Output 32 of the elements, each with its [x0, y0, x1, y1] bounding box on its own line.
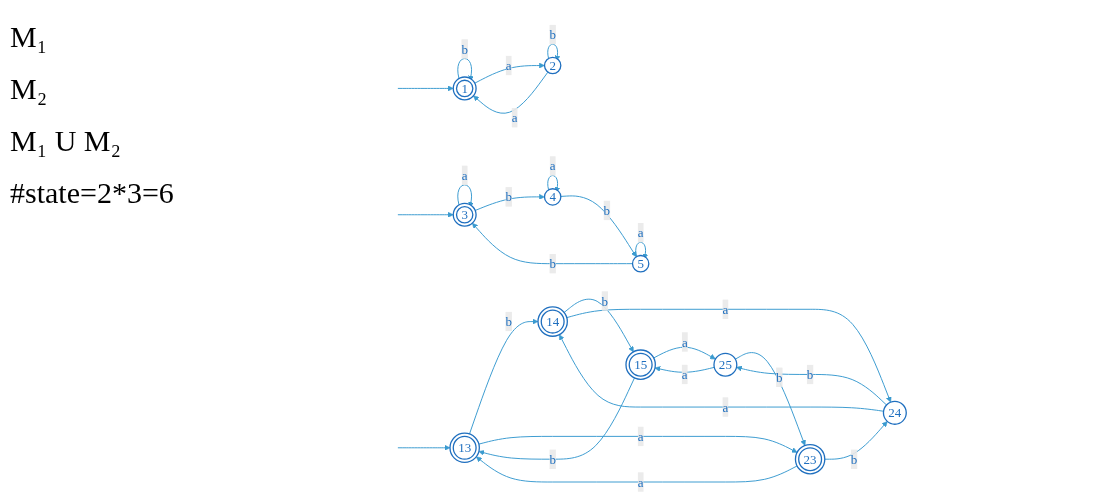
edge-label: b	[549, 27, 556, 42]
edge-label: a	[637, 225, 644, 240]
edge-label: b	[549, 256, 556, 271]
edge-label: a	[681, 334, 688, 350]
edge-label: b	[776, 369, 783, 385]
node-circle	[882, 400, 907, 425]
edge-label: a	[681, 367, 688, 382]
edge-label: b	[549, 452, 556, 467]
edge-label: a	[461, 168, 468, 183]
edge-label: b	[461, 41, 468, 57]
machine-label: M₂	[10, 72, 48, 106]
machine-label: M₁ U M₂	[10, 124, 121, 158]
edge-label: a	[637, 474, 644, 490]
node-circle	[631, 254, 650, 273]
edge-label: a	[722, 302, 729, 317]
state-diagram: b b a a a a b b a b b a b a a b b a a b b a 1 2 3 4 5 13 14 15 23 24 25	[200, 0, 1095, 497]
edge-label: a	[549, 158, 556, 174]
edge-label: a	[722, 399, 729, 415]
machine-label: M₁	[10, 20, 48, 54]
node-circle	[543, 56, 562, 75]
edge-label: a	[637, 429, 644, 444]
edge-label: b	[601, 293, 609, 309]
edge-label: b	[806, 367, 814, 382]
edge-label: a	[511, 110, 518, 125]
edge-label: b	[603, 203, 611, 218]
edge-label: b	[505, 314, 512, 329]
machine-label: #state=2*3=6	[10, 176, 174, 210]
node-circle	[713, 352, 738, 377]
edge-label: b	[505, 189, 512, 205]
edge-label: b	[850, 452, 858, 467]
edge-label: a	[505, 58, 512, 73]
node-circle	[543, 188, 562, 206]
